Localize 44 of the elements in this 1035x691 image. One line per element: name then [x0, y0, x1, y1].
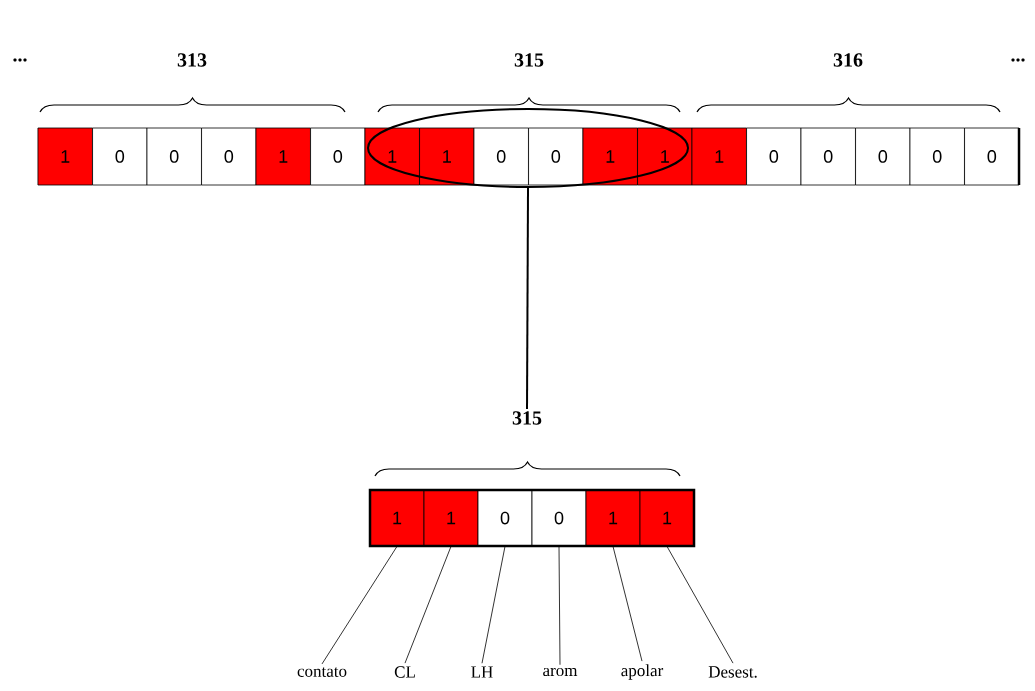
feature-label: LH	[471, 666, 493, 678]
feature-label: CL	[394, 666, 415, 678]
bit-cell: 0	[201, 127, 257, 186]
feature-label: Desest.	[708, 666, 757, 678]
bit-cell: 0	[310, 127, 366, 186]
bit-cell: 1	[419, 127, 475, 186]
feature-label: contato	[297, 667, 347, 677]
leader-line	[481, 546, 506, 664]
bit-cell: 1	[423, 489, 479, 547]
bit-cell: 1	[691, 127, 747, 186]
residue-number: 313	[177, 53, 207, 67]
bit-cell: 0	[146, 127, 202, 186]
leader-line	[612, 546, 643, 662]
bit-cell: 1	[585, 489, 641, 547]
residue-number: 315	[514, 53, 544, 67]
leader-line	[558, 546, 561, 666]
bit-cell: 1	[369, 489, 425, 547]
residue-number: 315	[512, 411, 542, 425]
feature-label: arom	[543, 667, 578, 677]
leader-line	[404, 546, 452, 664]
bit-cell: 0	[477, 489, 533, 547]
bit-cell: 0	[909, 127, 965, 186]
bit-cell: 0	[528, 127, 584, 186]
bit-cell: 0	[92, 127, 148, 186]
bit-cell: 0	[531, 489, 587, 547]
bit-cell: 0	[800, 127, 856, 186]
ellipsis: ...	[1011, 58, 1025, 62]
connector-line	[526, 187, 529, 411]
bit-cell: 0	[473, 127, 529, 186]
bit-cell: 1	[637, 127, 693, 186]
bit-cell: 1	[255, 127, 311, 186]
leader-line	[666, 546, 734, 664]
feature-label: apolar	[621, 664, 664, 680]
bit-cell: 1	[364, 127, 420, 186]
bit-cell: 1	[639, 489, 695, 547]
bit-cell: 0	[746, 127, 802, 186]
ellipsis: ...	[13, 58, 27, 62]
residue-number: 316	[833, 53, 863, 67]
bit-cell: 0	[964, 127, 1020, 186]
leader-line	[321, 546, 398, 665]
bit-cell: 0	[855, 127, 911, 186]
bit-cell: 1	[37, 127, 93, 186]
bit-cell: 1	[582, 127, 638, 186]
ellipse-outline	[367, 108, 689, 188]
